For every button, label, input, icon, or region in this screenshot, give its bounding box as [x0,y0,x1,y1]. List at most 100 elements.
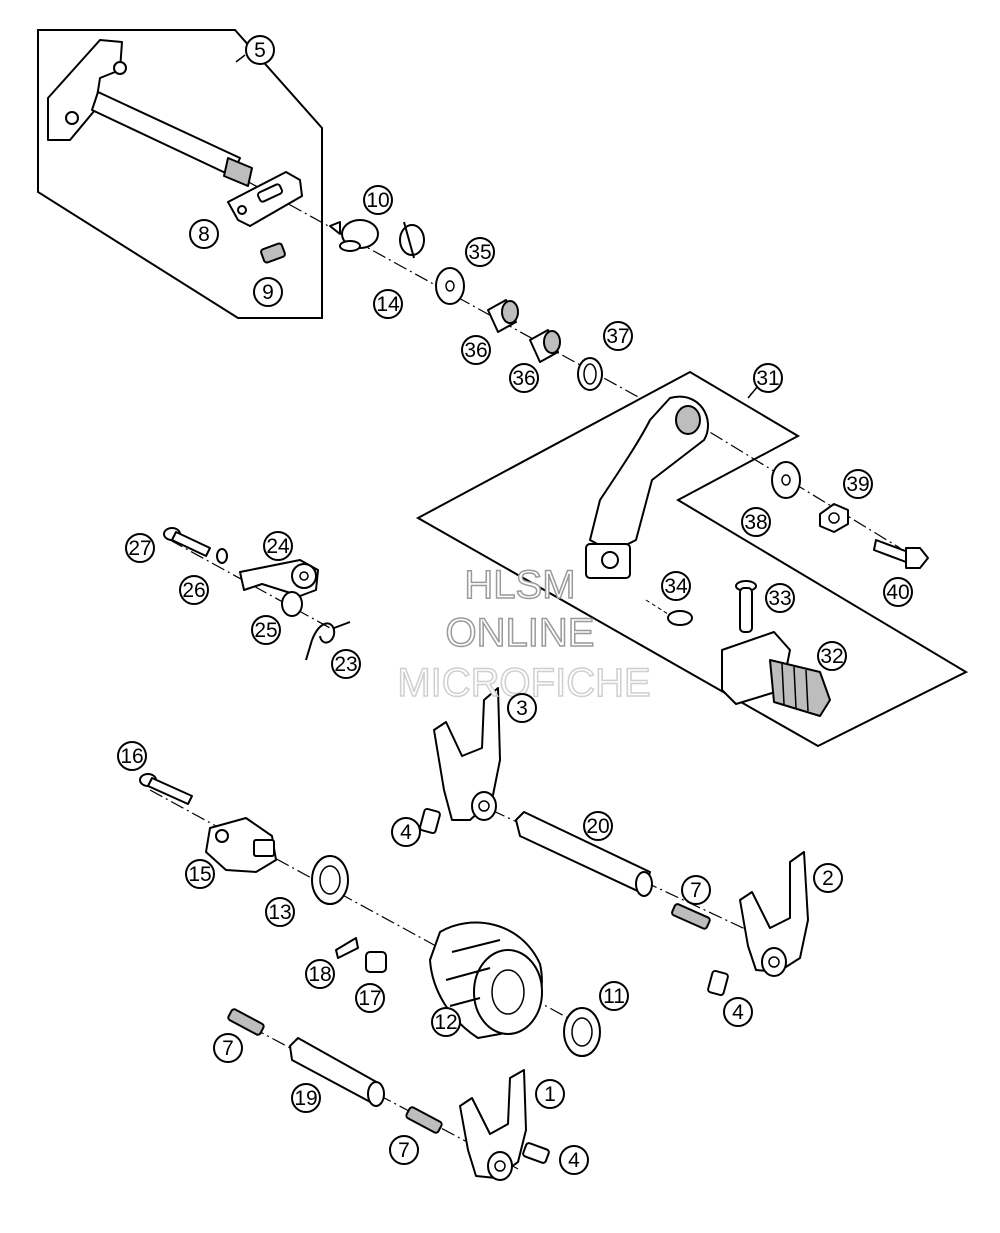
callout-circle [599,981,629,1011]
callout-31: 31 [753,363,783,393]
callout-label: 15 [188,863,211,886]
foot-peg-part-32 [721,631,831,717]
callout-35: 35 [465,237,495,267]
bolt-part-40 [873,539,929,569]
callout-label: 36 [464,339,487,362]
callout-circle [251,615,281,645]
plate-part-18 [335,937,359,959]
shift-lever-part [585,395,709,579]
callout-circle [331,649,361,679]
callout-circle [245,35,275,65]
callout-36b: 36 [509,363,539,393]
callout-label: 10 [366,189,389,212]
callout-label: 24 [266,535,290,558]
callout-8: 8 [189,219,219,249]
callout-circle [291,1083,321,1113]
callout-label: 26 [182,579,205,602]
callout-37: 37 [603,321,633,351]
collar-part-10 [329,219,379,252]
spring-part-7b [227,1008,265,1036]
callout-11: 11 [599,981,629,1011]
detent-lever-part-24 [239,559,319,597]
spring-part-7c [405,1106,443,1134]
callout-label: 9 [262,281,274,304]
callout-circle [189,219,219,249]
callout-label: 4 [732,1001,744,1024]
callout-17: 17 [355,983,385,1013]
shift-fork-part-1 [459,1069,527,1181]
callout-39: 39 [843,469,873,499]
callout-label: 40 [886,581,909,604]
callout-circle [741,507,771,537]
callout-label: 16 [120,745,143,768]
shift-fork-part-2 [739,851,809,977]
callout-label: 36 [512,367,535,390]
group-box-shift-lever [415,370,969,748]
callout-circle [179,575,209,605]
callout-label: 4 [568,1149,580,1172]
callout-circle [661,571,691,601]
pin-part-4a [419,807,441,835]
callout-label: 19 [294,1087,317,1110]
callout-circle [559,1145,589,1175]
callout-circle [213,1033,243,1063]
callout-label: 12 [434,1011,457,1034]
callout-label: 39 [846,473,869,496]
group-box-shift-shaft [37,29,323,319]
shift-drum-part-12 [429,921,543,1039]
callout-circle [681,875,711,905]
callout-label: 8 [198,223,210,246]
callout-label: 34 [664,575,688,598]
shift-fork-part-3 [433,687,501,821]
pin-part-4b [707,969,729,997]
callout-4b: 4 [723,997,753,1027]
callout-circle [363,185,393,215]
callout-24: 24 [263,531,293,561]
callout-label: 23 [334,653,357,676]
callout-label: 38 [744,511,767,534]
callout-circle [465,237,495,267]
callout-7b: 7 [213,1033,243,1063]
callout-2: 2 [813,863,843,893]
callout-circle [125,533,155,563]
pin-part-4c [522,1142,550,1164]
callout-26: 26 [179,575,209,605]
callout-label: 7 [398,1139,410,1162]
callout-circle [263,531,293,561]
callout-18: 18 [305,959,335,989]
callout-circle [185,859,215,889]
callout-label: 17 [358,987,381,1010]
spring-part-9 [260,242,286,264]
pin-part-17 [365,951,387,973]
spring-part-7a [671,903,711,930]
callout-circle [461,335,491,365]
callout-label: 27 [128,537,151,560]
callout-label: 33 [768,587,791,610]
nut-part-39 [819,503,849,533]
callout-circle [583,811,613,841]
shift-plate-part [227,171,303,227]
callout-circle [355,983,385,1013]
callout-label: 2 [822,867,834,890]
callout-circle [253,277,283,307]
fork-rail-part-20 [515,811,653,897]
callout-circle [723,997,753,1027]
callout-14: 14 [373,289,403,319]
callout-27: 27 [125,533,155,563]
callout-label: 14 [376,293,400,316]
callout-circle [305,959,335,989]
callout-34: 34 [661,571,691,601]
callout-circle [843,469,873,499]
callout-circle [535,1079,565,1109]
pin-part-33 [735,580,757,633]
bushing-part-36b [529,329,561,363]
callout-circle [603,321,633,351]
callout-circle [265,897,295,927]
callout-label: 11 [603,985,625,1008]
callout-10: 10 [363,185,393,215]
callout-12: 12 [431,1007,461,1037]
callout-circle [765,583,795,613]
callout-circle [509,363,539,393]
callout-5: 5 [245,35,275,65]
